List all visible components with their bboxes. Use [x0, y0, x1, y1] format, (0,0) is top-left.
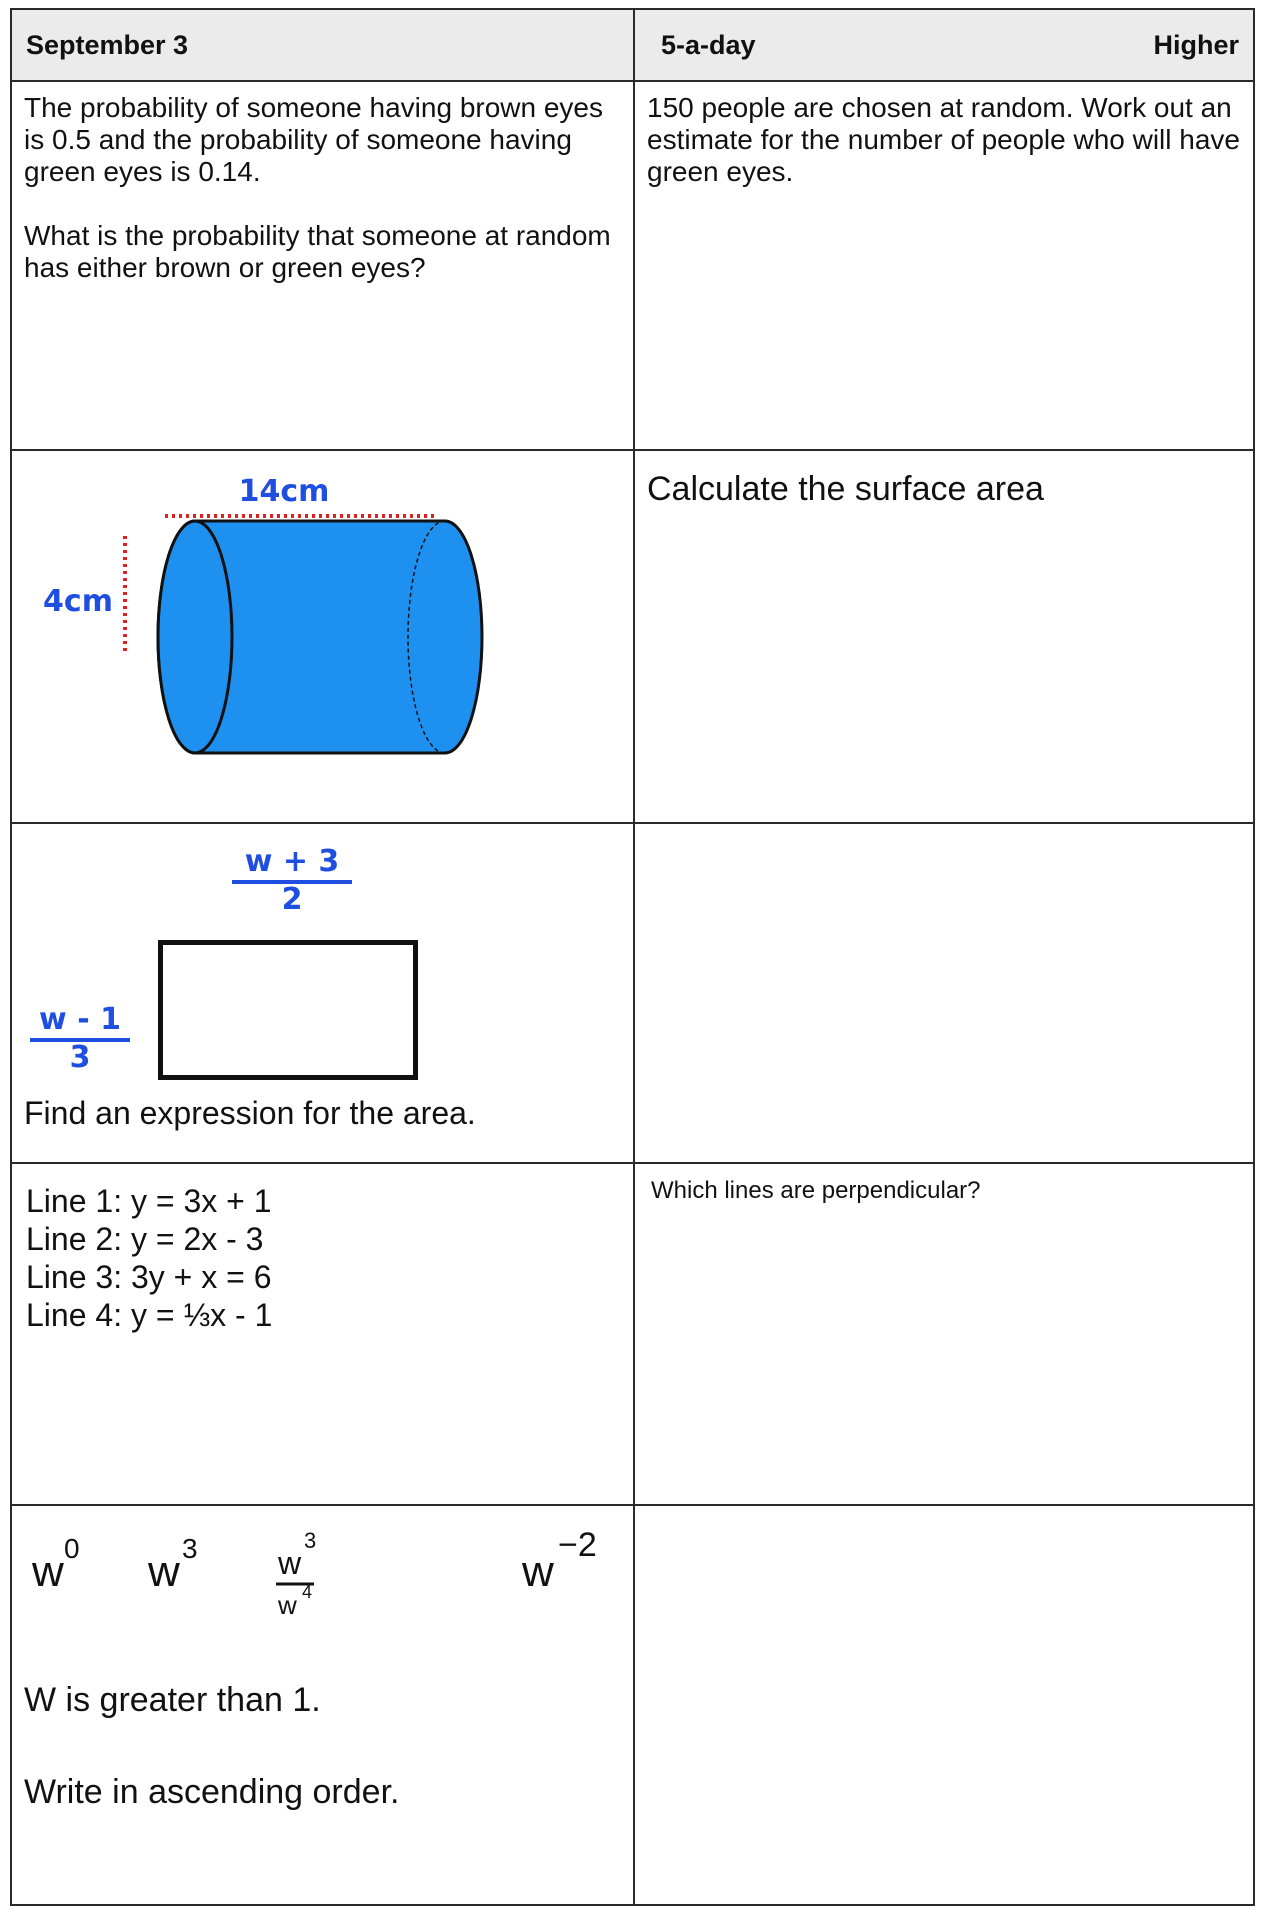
line-2: Line 2: y = 2x - 3 — [26, 1221, 264, 1257]
line-1: Line 1: y = 3x + 1 — [26, 1183, 272, 1219]
answer-area-indices — [633, 1504, 1255, 1906]
term-1-exponent: 0 — [64, 1533, 80, 1564]
term-3-denominator-base: w — [277, 1590, 297, 1620]
indices-expressions: w 0 w 3 w 3 w 4 w −2 — [31, 1526, 597, 1620]
question-perpendicular: Which lines are perpendicular? — [633, 1162, 1255, 1506]
top-fraction-denominator: 2 — [281, 882, 303, 917]
q1-text-b: What is the probability that someone at … — [24, 220, 611, 283]
term-4-exponent: −2 — [558, 1526, 597, 1564]
q2-text: 150 people are chosen at random. Work ou… — [647, 92, 1240, 187]
q6-text-a: W is greater than 1. — [24, 1681, 321, 1719]
q6-text-b: Write in ascending order. — [24, 1773, 400, 1811]
worksheet-level: Higher — [1153, 29, 1239, 60]
top-fraction: w + 3 2 — [232, 846, 352, 916]
term-3-numerator-exponent: 3 — [304, 1528, 316, 1553]
term-2-exponent: 3 — [182, 1533, 198, 1564]
cylinder-front-face — [156, 519, 234, 755]
question-lines: Line 1: y = 3x + 1 Line 2: y = 2x - 3 Li… — [10, 1162, 635, 1506]
rectangle-shape — [158, 940, 418, 1080]
question-probability: The probability of someone having brown … — [10, 80, 635, 451]
term-3-denominator-exponent: 4 — [302, 1582, 312, 1602]
q4-prompt: Find an expression for the area. — [24, 1095, 476, 1131]
cylinder-diagram: 14cm 4cm — [43, 474, 484, 755]
q5-prompt: Which lines are perpendicular? — [651, 1177, 981, 1204]
term-4-base: w — [521, 1547, 554, 1596]
line-4: Line 4: y = ⅓x - 1 — [26, 1297, 273, 1333]
q1-text-a: The probability of someone having brown … — [24, 92, 604, 187]
answer-area-rectangle — [633, 822, 1255, 1164]
term-2-base: w — [147, 1547, 180, 1596]
row-1: The probability of someone having brown … — [10, 80, 1255, 451]
length-label: 14cm — [239, 474, 330, 509]
row-5: w 0 w 3 w 3 w 4 w −2 W is greater than 1… — [10, 1504, 1255, 1906]
worksheet-title: 5-a-day — [661, 29, 756, 60]
question-indices: w 0 w 3 w 3 w 4 w −2 W is greater than 1… — [10, 1504, 635, 1906]
top-fraction-numerator: w + 3 — [232, 846, 352, 884]
side-fraction-denominator: 3 — [69, 1040, 91, 1075]
worksheet-grid: September 3 5-a-day Higher The probabilit… — [10, 8, 1255, 1906]
radius-label: 4cm — [43, 584, 113, 619]
cylinder-hidden-edge — [407, 520, 446, 754]
line-3: Line 3: 3y + x = 6 — [26, 1259, 272, 1295]
q3-prompt: Calculate the surface area — [647, 470, 1044, 508]
question-cylinder-figure: 14cm 4cm — [10, 449, 635, 824]
side-fraction-numerator: w - 1 — [30, 1004, 130, 1042]
row-3: w + 3 2 w - 1 3 Find an expression for t… — [10, 822, 1255, 1164]
term-3-numerator-base: w — [277, 1545, 302, 1581]
side-fraction: w - 1 3 — [30, 1004, 130, 1074]
worksheet-date: September 3 — [26, 29, 189, 60]
term-1-base: w — [31, 1547, 64, 1596]
header-row: September 3 5-a-day Higher — [10, 8, 1255, 82]
question-surface-area: Calculate the surface area — [633, 449, 1255, 824]
question-estimate: 150 people are chosen at random. Work ou… — [633, 80, 1255, 451]
row-2: 14cm 4cm Calculate the surface area — [10, 449, 1255, 824]
question-rectangle: w + 3 2 w - 1 3 Find an expression for t… — [10, 822, 635, 1164]
row-4: Line 1: y = 3x + 1 Line 2: y = 2x - 3 Li… — [10, 1162, 1255, 1506]
